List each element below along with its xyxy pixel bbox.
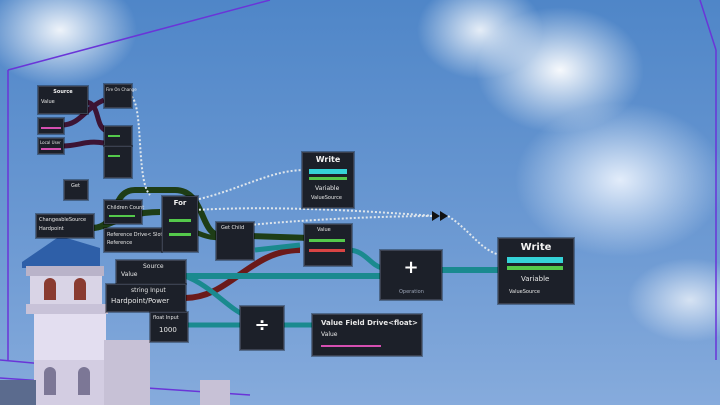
string-port — [309, 249, 345, 252]
reference-drive-node[interactable]: Reference Drive< Slot> Reference — [104, 228, 162, 252]
int-port — [169, 219, 191, 222]
write-node-top[interactable]: Write Variable ValueSource — [302, 152, 354, 208]
divide-operator-icon: ÷ — [241, 315, 283, 336]
node-subtitle: Hardpoint — [39, 226, 64, 232]
drive-target-port — [321, 345, 381, 347]
get-child-node[interactable]: Get Child — [216, 222, 254, 260]
node-label: Variable — [315, 185, 339, 192]
bool-port — [108, 135, 120, 137]
user-port — [41, 127, 61, 129]
add-operator-icon: + — [381, 257, 441, 278]
node-subtitle: Operation — [399, 289, 424, 295]
node-title: Value — [317, 227, 331, 233]
node-title: For — [163, 197, 197, 207]
value-port — [309, 169, 347, 174]
children-count-node[interactable]: Children Count — [104, 200, 142, 224]
node-subtitle: ValueSource — [509, 289, 540, 295]
for-node[interactable]: For — [162, 196, 198, 252]
bool-port — [108, 155, 120, 157]
node-title: Fire On Change — [106, 87, 137, 92]
value-slot-node[interactable]: Value — [304, 224, 352, 266]
divide-node[interactable]: ÷ — [240, 306, 284, 350]
write-node-right[interactable]: Write Variable ValueSource — [498, 238, 574, 304]
float-value-field[interactable]: 1000 — [159, 326, 177, 334]
fire-on-change-node[interactable]: Fire On Change — [104, 84, 132, 108]
int-port — [109, 215, 135, 217]
node-title: float Input — [153, 315, 179, 321]
node-title: Write — [303, 153, 353, 164]
value-port — [309, 177, 347, 180]
node-port-label: Value — [321, 331, 337, 338]
node-title: Local User — [40, 140, 61, 145]
node-title: Source — [143, 263, 164, 270]
source-node-top[interactable]: Source Value — [38, 86, 88, 114]
node-port-label: Value — [41, 99, 55, 105]
node-subtitle: Reference — [107, 240, 132, 246]
user-port — [41, 148, 61, 150]
user-compare-node-b[interactable] — [104, 146, 132, 178]
int-port — [169, 233, 191, 236]
local-user-node[interactable]: Local User — [38, 138, 64, 154]
node-subtitle: ValueSource — [311, 195, 342, 201]
get-node[interactable]: Get — [64, 180, 88, 200]
node-title: Write — [499, 239, 573, 253]
node-port-label: Value — [121, 271, 137, 278]
node-title: Value Field Drive<float> — [321, 319, 418, 327]
user-node-a[interactable] — [38, 118, 64, 134]
node-title: ChangeableSource — [39, 217, 86, 223]
node-title: Get — [71, 183, 80, 189]
changeable-source-node[interactable]: ChangeableSource Hardpoint — [36, 214, 94, 238]
value-port — [507, 257, 563, 263]
float-input-node[interactable]: float Input 1000 — [150, 312, 188, 342]
user-compare-node-a[interactable] — [104, 126, 132, 146]
string-input-node[interactable]: string Input Hardpoint/Power — [106, 284, 186, 312]
node-label: Variable — [521, 275, 549, 283]
add-node[interactable]: + Operation — [380, 250, 442, 300]
value-port — [507, 266, 563, 270]
source-node-main[interactable]: Source Value — [116, 260, 186, 284]
node-title: string Input — [131, 287, 166, 294]
string-value-field[interactable]: Hardpoint/Power — [111, 297, 169, 305]
value-field-drive-node[interactable]: Value Field Drive<float> Value — [312, 314, 422, 356]
node-title: Get Child — [221, 225, 244, 231]
node-title: Reference Drive< Slot> — [107, 232, 167, 238]
node-title: Source — [39, 87, 87, 95]
slot-port — [309, 239, 345, 242]
node-title: Children Count — [107, 205, 144, 211]
